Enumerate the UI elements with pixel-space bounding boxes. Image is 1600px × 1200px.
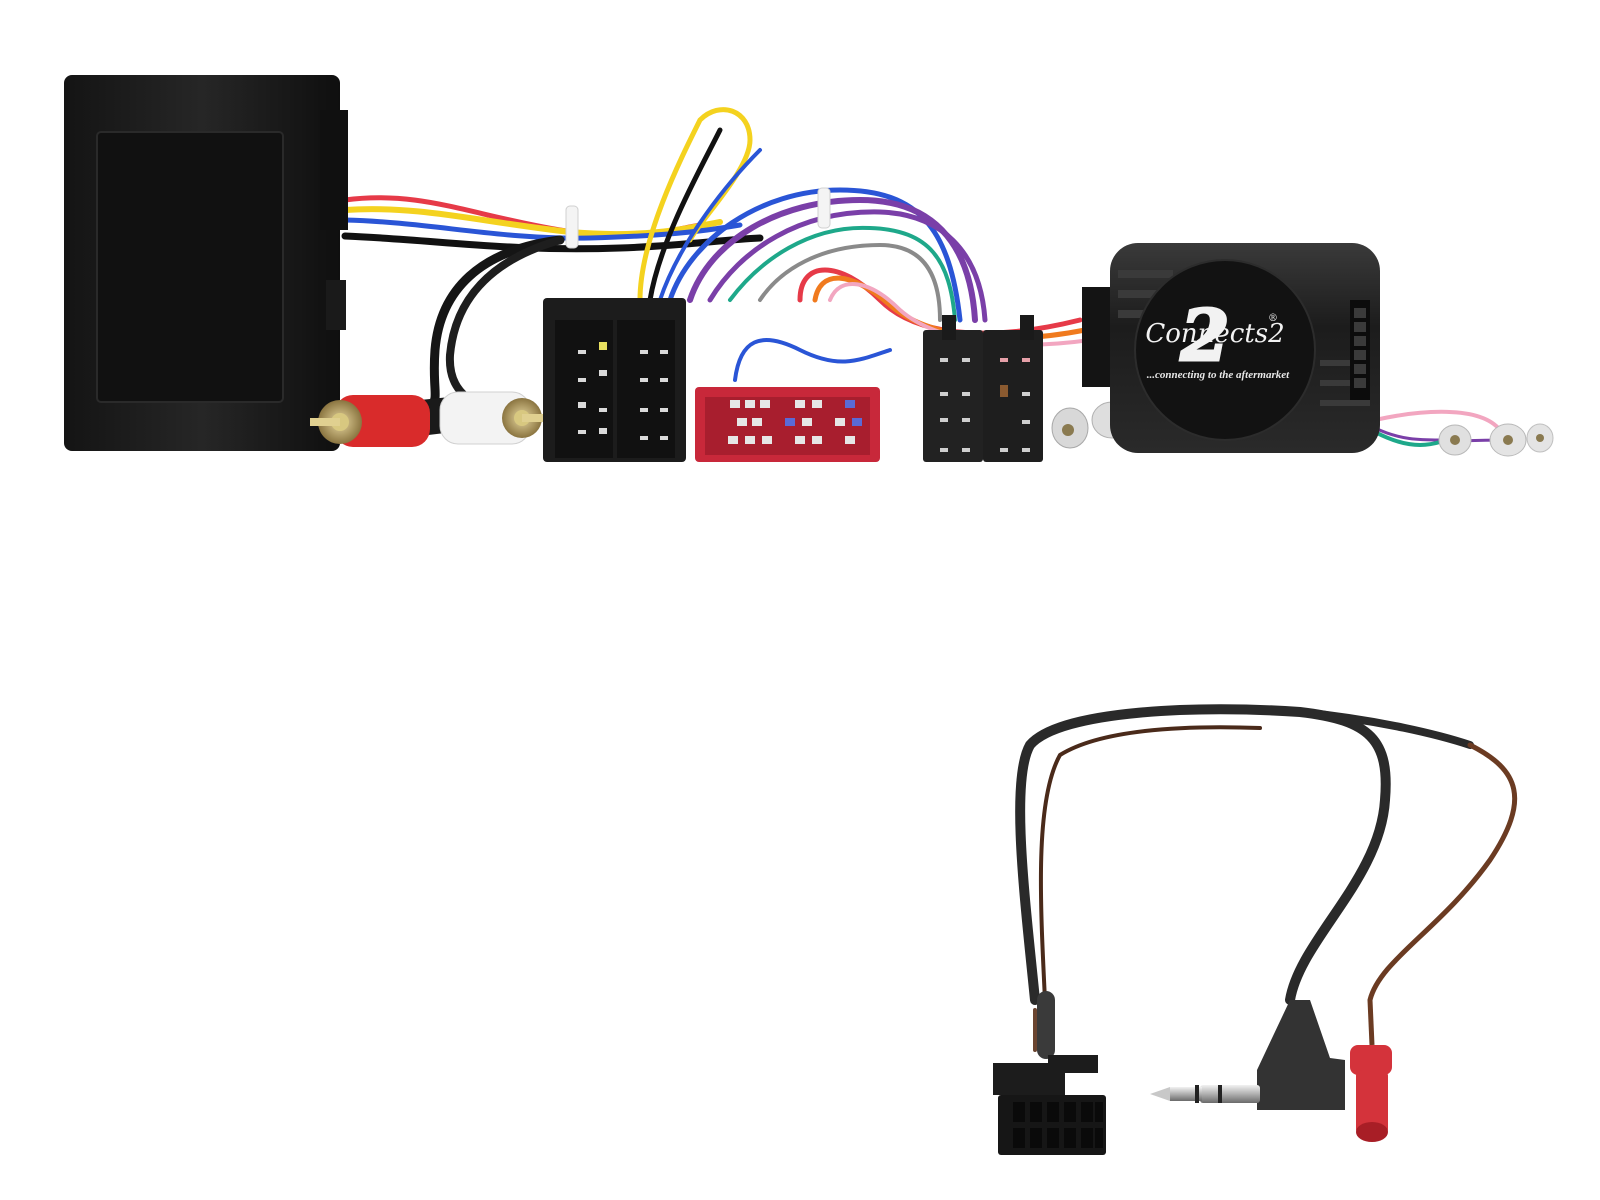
steering-control-module: 2 Connects2 ® ...connecting to the after… (1082, 243, 1380, 453)
jack-3-5mm (1150, 1000, 1345, 1110)
logo-tagline: ...connecting to the aftermarket (1147, 369, 1290, 381)
iso-dual-connector (923, 315, 1043, 462)
patch-lead (1015, 704, 1518, 1059)
red-multipin-connector (695, 387, 880, 462)
iso-black-connector (543, 298, 686, 462)
red-bullet-connector (1350, 999, 1392, 1142)
rca-white-plug (439, 391, 544, 445)
logo-brand-name: Connects2 (1145, 319, 1284, 349)
molex-12pin-connector (993, 1055, 1106, 1155)
bullet-connectors-right (1438, 423, 1554, 457)
cable-tie (817, 187, 831, 229)
registered-mark: ® (1268, 313, 1278, 324)
cable-tie (565, 205, 579, 249)
interface-box (64, 75, 348, 451)
logo-numeral: 2 (1180, 294, 1230, 377)
